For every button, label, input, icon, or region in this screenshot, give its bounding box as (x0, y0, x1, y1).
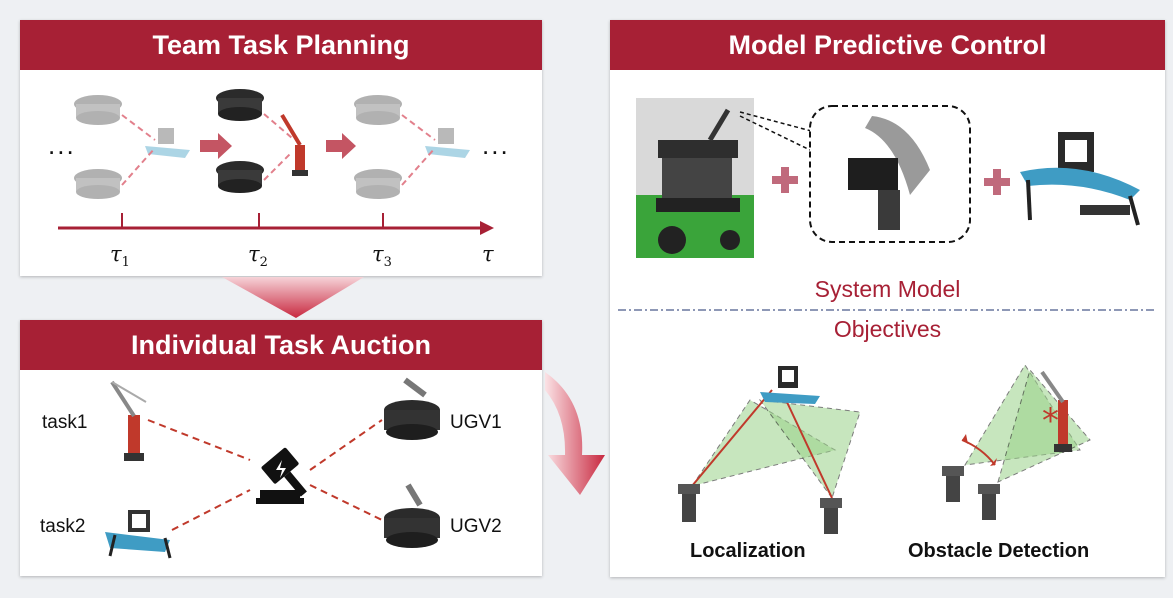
task-auction-panel: Individual Task Auction (20, 320, 542, 576)
task2-label: task2 (40, 516, 86, 537)
ugv-photo-icon (636, 98, 754, 258)
right-arrow-icon (545, 372, 605, 495)
manipulator-target-icon (760, 366, 820, 404)
system-model-label: System Model (814, 276, 961, 302)
plus-icon (772, 167, 798, 193)
team-task-planning-diagram (58, 89, 494, 235)
crane-task-icon (110, 380, 147, 461)
gavel-icon (256, 447, 307, 504)
tick-label-3: τ3 (372, 242, 392, 271)
flow-arrow-icon (200, 133, 232, 159)
ugv-gimbal-icon (820, 498, 842, 534)
ugv-faded-icon (354, 95, 402, 199)
team-task-planning-title: Team Task Planning (20, 20, 542, 70)
ellipsis-right: ... (482, 130, 510, 160)
task-auction-title: Individual Task Auction (20, 320, 542, 370)
localization-fov (690, 389, 861, 500)
obstacle-detection-label: Obstacle Detection (908, 540, 1090, 562)
manipulator-faded-icon (425, 128, 470, 158)
plus-icon (984, 169, 1010, 195)
flow-arrow-icon (326, 133, 356, 159)
down-arrow-icon (222, 277, 364, 318)
task1-label: task1 (42, 412, 88, 433)
ugv2-icon (384, 483, 440, 548)
crane-obstacle-icon (1040, 370, 1072, 452)
objectives-label: Objectives (833, 316, 942, 342)
ellipsis-left: ... (48, 130, 76, 160)
mpc-diagram: * (618, 98, 1157, 534)
time-axis-arrowhead (480, 221, 494, 235)
asterisk-marker-icon: * (1042, 401, 1059, 441)
axis-label-tau: τ (482, 242, 494, 266)
mpc-panel: Model Predictive Control (610, 20, 1165, 577)
mpc-title: Model Predictive Control (610, 20, 1165, 70)
gimbal-icon (848, 116, 930, 230)
ugv2-label: UGV2 (450, 516, 502, 537)
tick-label-1: τ1 (110, 242, 130, 271)
ugv-gimbal-icon (978, 484, 1000, 520)
manipulator-faded-icon (145, 128, 190, 158)
crane-task-icon (280, 113, 308, 176)
team-task-planning-panel: Team Task Planning (20, 20, 542, 276)
task-auction-diagram (105, 377, 440, 559)
manipulator-task-icon (105, 510, 172, 559)
ugv1-icon (384, 377, 440, 440)
ugv-icon (216, 89, 264, 193)
obstacle-detection-fov (964, 364, 1091, 483)
ugv-faded-icon (74, 95, 122, 199)
ugv1-label: UGV1 (450, 412, 502, 433)
ugv-gimbal-icon (678, 484, 700, 522)
localization-label: Localization (690, 540, 806, 562)
manipulator-icon (1020, 132, 1140, 226)
ugv-gimbal-icon (942, 466, 964, 502)
tick-label-2: τ2 (248, 242, 268, 271)
